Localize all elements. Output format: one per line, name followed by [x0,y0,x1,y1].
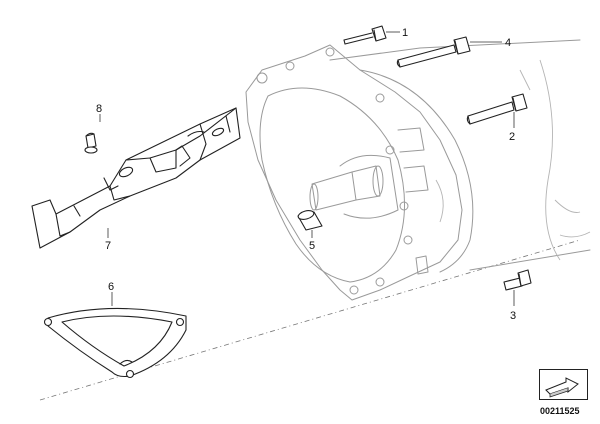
label-7: 7 [105,240,111,252]
part-4-bolt[interactable] [396,36,471,68]
part-2-bolt[interactable] [466,93,528,125]
part-1-bolt[interactable] [343,25,387,45]
label-6: 6 [108,281,114,293]
part-8-screw[interactable] [84,132,98,154]
part-7-side-cover[interactable] [31,107,241,249]
label-3: 3 [510,310,516,322]
transmission-housing [245,39,591,301]
label-2: 2 [509,131,515,143]
label-8: 8 [96,103,102,115]
part-5-sleeve[interactable] [297,209,323,231]
next-page-button[interactable] [539,369,588,400]
label-4: 4 [505,37,511,49]
label-1: 1 [402,27,408,39]
catalog-number: 00211525 [540,406,580,416]
next-page-arrow-icon [545,377,579,398]
part-3-bolt[interactable] [503,269,532,291]
label-5: 5 [309,240,315,252]
part-6-lower-cover[interactable] [43,307,187,379]
